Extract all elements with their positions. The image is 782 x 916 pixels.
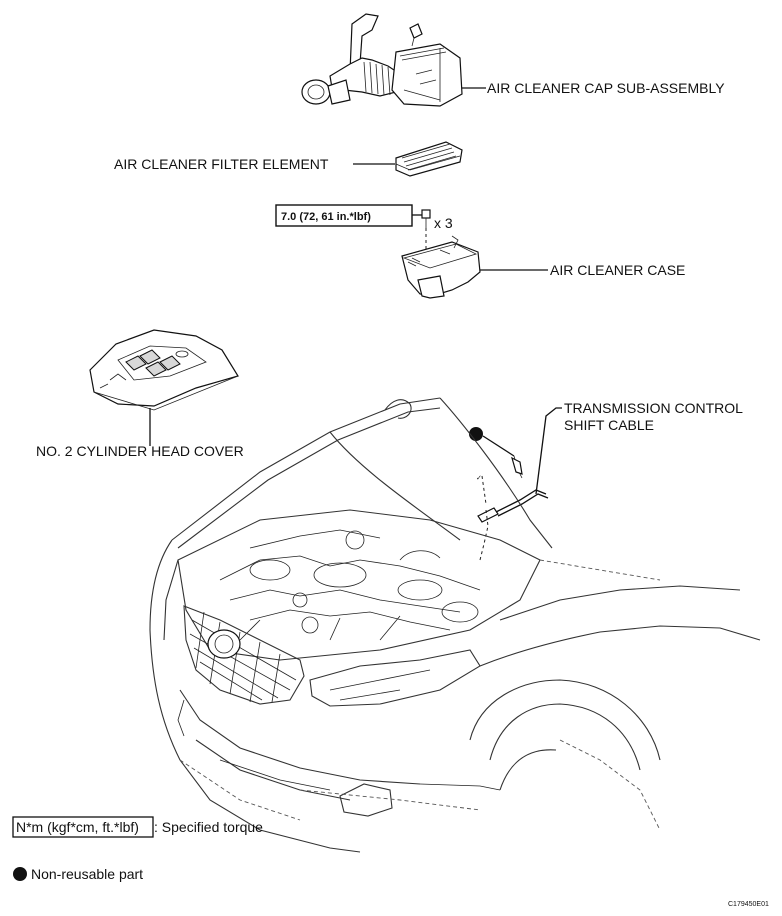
- bolt-quantity: x 3: [434, 215, 453, 231]
- cylinder-head-cover-illustration: [89, 329, 239, 446]
- legend-torque-unit: N*m (kgf*cm, ft.*lbf): [16, 819, 139, 835]
- air-cleaner-filter-illustration: [353, 141, 463, 177]
- clip-marker: ✓: [476, 475, 482, 482]
- shift-cable-label-line1: TRANSMISSION CONTROL: [564, 400, 743, 416]
- legend-nonreusable-icon: [13, 867, 27, 881]
- torque-spec-value: 7.0 (72, 61 in.*lbf): [281, 211, 371, 223]
- shift-cable-illustration: ✓: [469, 407, 562, 561]
- air-cleaner-case-illustration: [401, 235, 548, 299]
- nonreusable-marker-icon: [469, 427, 483, 441]
- legend-torque-desc: : Specified torque: [154, 819, 263, 835]
- air-cleaner-cap-label: AIR CLEANER CAP SUB-ASSEMBLY: [487, 80, 725, 96]
- bolt-icon: [421, 209, 431, 228]
- legend-torque-box: [12, 816, 154, 838]
- air-cleaner-filter-label: AIR CLEANER FILTER ELEMENT: [114, 156, 329, 172]
- vehicle-front-illustration: [149, 397, 761, 853]
- air-cleaner-case-label: AIR CLEANER CASE: [550, 262, 685, 278]
- cylinder-head-cover-label: NO. 2 CYLINDER HEAD COVER: [36, 443, 244, 459]
- air-cleaner-cap-illustration: [301, 13, 486, 107]
- figure-code: C179450E01: [728, 901, 769, 908]
- shift-cable-label-line2: SHIFT CABLE: [564, 417, 654, 433]
- legend-nonreusable-text: Non-reusable part: [31, 866, 143, 882]
- emblem-icon: [207, 629, 241, 659]
- legend: N*m (kgf*cm, ft.*lbf) : Specified torque…: [12, 816, 263, 882]
